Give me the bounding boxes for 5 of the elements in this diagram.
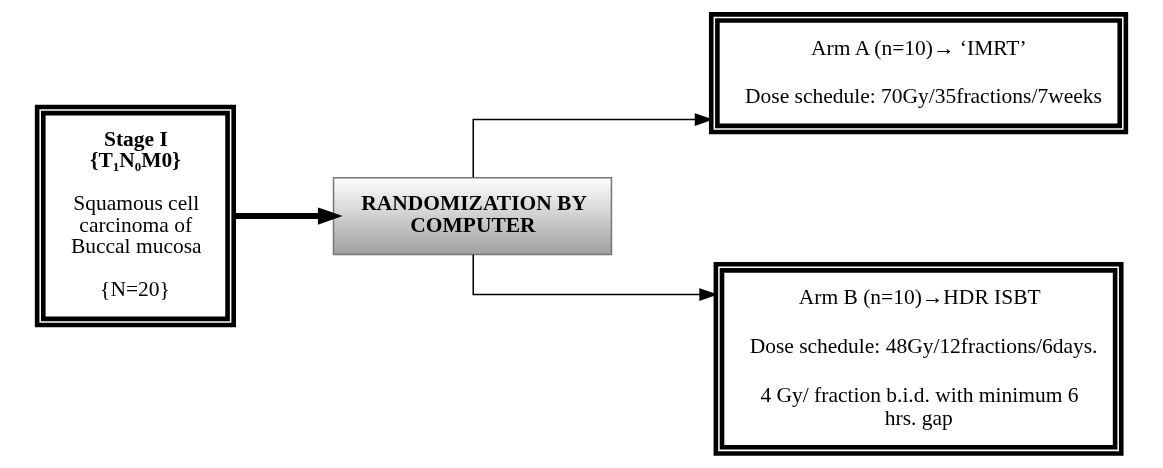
node-box: Arm B (n=10)→HDR ISBT Dose schedule: 48Gy/12fractions/6days. 4 Gy/ fraction b.i.d. with minimum 6 hrs. gap	[713, 261, 1124, 456]
node-box: Stage I {T₁N₀M0} Squamous cell carcinoma of Buccal mucosa {N=20}	[34, 104, 236, 328]
node-box: RANDOMIZATION BY COMPUTER	[332, 176, 613, 256]
node-box: Arm A (n=10)→ ‘IMRT’ Dose schedule: 70Gy/35fractions/7weeks	[708, 12, 1129, 135]
arrow	[233, 207, 343, 225]
